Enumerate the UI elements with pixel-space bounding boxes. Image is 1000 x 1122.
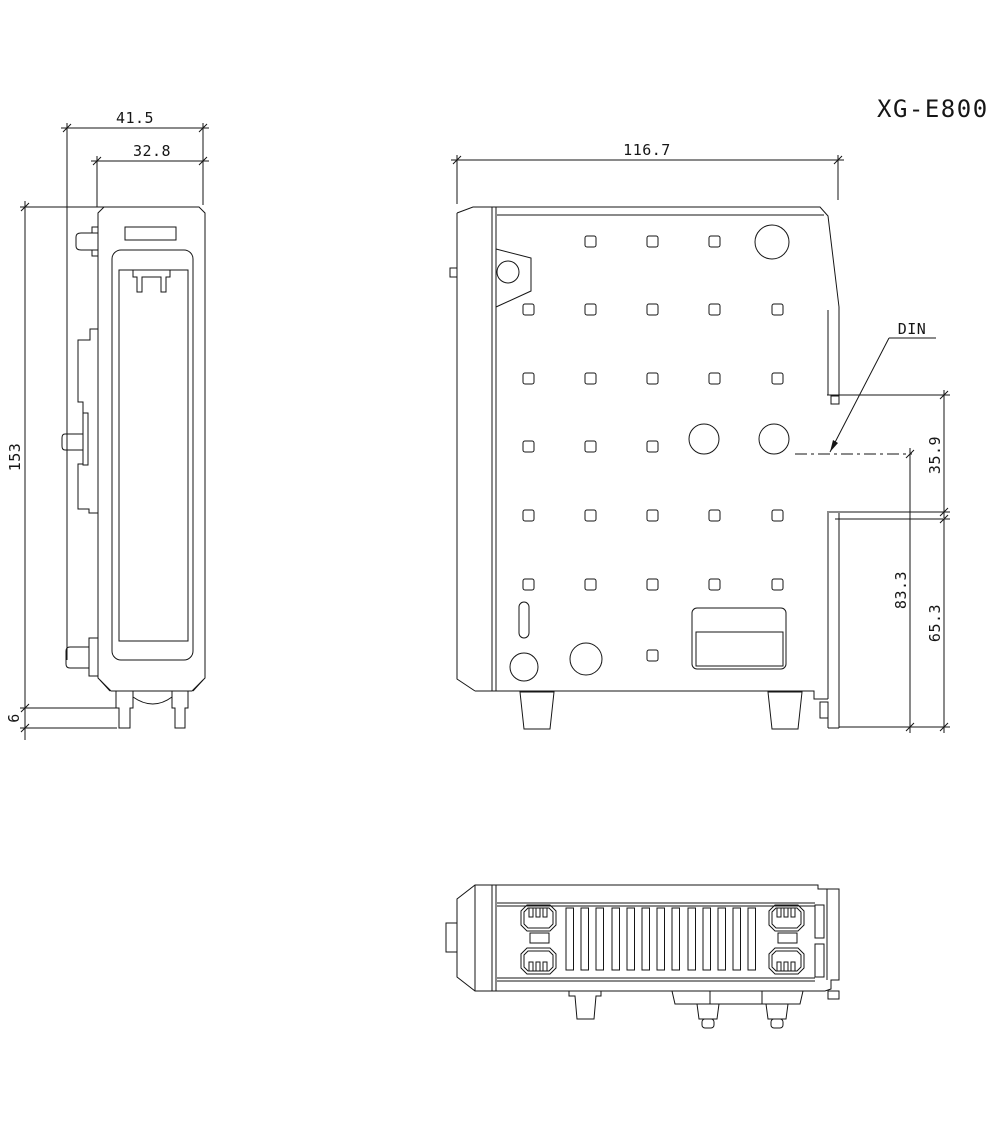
bottom-inner-horizontals [497, 902, 815, 982]
dim-side-height-value: 153 [6, 443, 24, 472]
dim-front-width: 116.7 [451, 141, 844, 204]
front-outline-left [456, 213, 476, 692]
side-bracket-plate [82, 412, 89, 466]
side-top-tab-step-upper [91, 226, 99, 234]
side-panel-inner [118, 269, 189, 642]
dim-side-foot-height-value: 6 [5, 713, 23, 723]
side-label-window [124, 226, 177, 241]
dim-din-rail-height: 35.9 [827, 390, 950, 518]
bottom-view [445, 884, 840, 1029]
front-outline-top [456, 206, 840, 395]
bottom-right-slot-upper [814, 904, 825, 939]
side-bottom-tab-mount [88, 637, 99, 677]
front-hole-bottom-2 [569, 642, 603, 676]
bottom-left-protrusion [445, 922, 458, 953]
bottom-inner-verticals [474, 885, 828, 991]
side-top-tab [75, 232, 98, 251]
side-panel-clip [132, 269, 171, 293]
bottom-connector-left-pair [520, 904, 557, 975]
din-callout: DIN [795, 320, 936, 455]
front-hole-mid-2 [758, 423, 790, 455]
side-top-tab-step-lower [91, 249, 99, 257]
dim-din-rail-height-value: 35.9 [926, 436, 944, 474]
bottom-vent-slots [565, 907, 756, 971]
dim-front-width-value: 116.7 [623, 141, 671, 159]
front-foot-left [519, 691, 555, 730]
front-hole-bottom-1 [509, 652, 539, 682]
front-view [449, 206, 843, 730]
side-foot-left [115, 690, 134, 729]
side-view [61, 206, 206, 729]
front-mount-bracket [495, 248, 532, 308]
din-leader-arrow [830, 440, 838, 452]
front-panel-split-lines [491, 207, 497, 691]
bottom-clip-foot [827, 990, 840, 1000]
front-hole-top-right [754, 224, 790, 260]
front-hole-mid-1 [688, 423, 720, 455]
front-outline-bottom [475, 690, 828, 700]
dim-side-body-width: 32.8 [91, 142, 209, 207]
dim-din-center-to-bottom-value: 83.3 [892, 571, 910, 609]
side-bottom-tab [65, 646, 89, 669]
dim-side-body-width-value: 32.8 [133, 142, 171, 160]
front-nameplate-inner [695, 631, 784, 667]
dim-side-height: 153 [6, 201, 104, 740]
front-slot [518, 601, 530, 639]
dim-side-foot-height: 6 [5, 707, 118, 733]
bottom-foot-left [568, 991, 602, 1020]
bottom-foot-b-nub [770, 1018, 784, 1029]
front-foot-right [767, 691, 803, 730]
dim-din-center-to-bottom: 83.3 [839, 448, 950, 733]
front-nameplate-outer [691, 607, 787, 670]
dim-rail-bottom-to-bottom: 65.3 [835, 514, 950, 733]
dim-side-overall-width: 41.5 [61, 109, 209, 660]
side-foot-arc [132, 696, 173, 705]
dim-side-overall-width-value: 41.5 [116, 109, 154, 127]
bottom-right-slot-lower [814, 943, 825, 978]
front-hole-grid [522, 235, 784, 662]
side-bottom-chamfers [99, 679, 204, 692]
bottom-foot-b [765, 1003, 789, 1020]
side-foot-right [171, 690, 189, 729]
model-title: XG-E800 [877, 95, 989, 123]
side-body-outline [97, 206, 206, 692]
bottom-foot-a-nub [701, 1018, 715, 1029]
bottom-connector-right-pair [768, 904, 805, 975]
bottom-foot-a [696, 1003, 720, 1020]
front-bracket-hole [496, 260, 520, 284]
front-left-notch [449, 267, 458, 278]
bottom-outline [456, 884, 840, 992]
side-panel-outer [111, 249, 194, 661]
dim-rail-bottom-to-bottom-value: 65.3 [926, 604, 944, 642]
bottom-foot-tray [671, 990, 804, 1005]
din-label: DIN [898, 320, 927, 338]
